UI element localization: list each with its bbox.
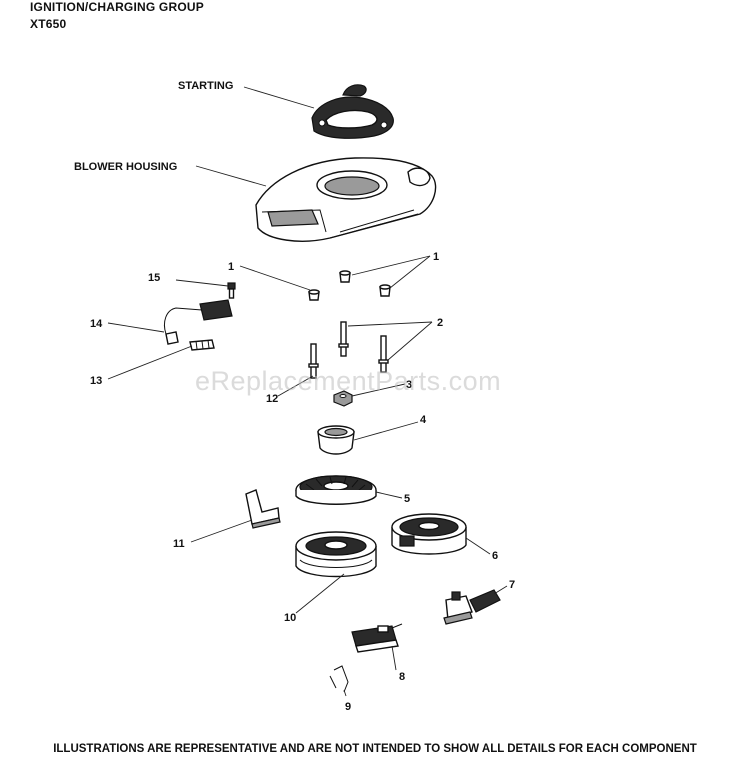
label-2: 2	[437, 317, 443, 329]
ignition-module-part	[443, 589, 501, 625]
label-8: 8	[399, 671, 405, 683]
fan-part	[295, 475, 377, 505]
stud-parts	[338, 321, 389, 373]
spark-plug-part	[189, 339, 215, 351]
clip-part	[329, 665, 349, 693]
watermark: eReplacementParts.com	[195, 366, 502, 396]
grommet-parts	[308, 270, 391, 301]
label-15: 15	[148, 272, 160, 284]
label-1-right: 1	[433, 251, 439, 263]
blower-housing-part	[255, 157, 437, 242]
label-4: 4	[420, 414, 427, 426]
flywheel-6-part	[391, 513, 467, 555]
nut-part	[333, 390, 353, 407]
screw-part	[227, 282, 236, 299]
label-5: 5	[404, 493, 410, 505]
label-blower-housing: BLOWER HOUSING	[74, 161, 177, 173]
rectifier-part	[351, 623, 403, 653]
label-9: 9	[345, 701, 351, 713]
label-10: 10	[284, 612, 296, 624]
starter-part	[311, 84, 394, 139]
flywheel-10-part	[295, 531, 377, 578]
label-14: 14	[90, 318, 103, 330]
label-6: 6	[492, 550, 498, 562]
diagram-title: IGNITION/CHARGING GROUP	[30, 0, 204, 14]
ignition-lead-part	[163, 299, 233, 345]
label-12: 12	[266, 393, 278, 405]
stud-12-part	[308, 343, 319, 379]
model-number: XT650	[30, 17, 67, 31]
cup-part	[317, 425, 355, 455]
disclaimer-footer: ILLUSTRATIONS ARE REPRESENTATIVE AND ARE…	[53, 743, 697, 755]
label-1-left: 1	[228, 261, 234, 273]
baffle-part	[245, 489, 281, 529]
label-13: 13	[90, 375, 102, 387]
label-11: 11	[173, 538, 185, 550]
label-starting: STARTING	[178, 80, 233, 92]
label-3: 3	[406, 379, 412, 391]
label-7: 7	[509, 579, 515, 591]
